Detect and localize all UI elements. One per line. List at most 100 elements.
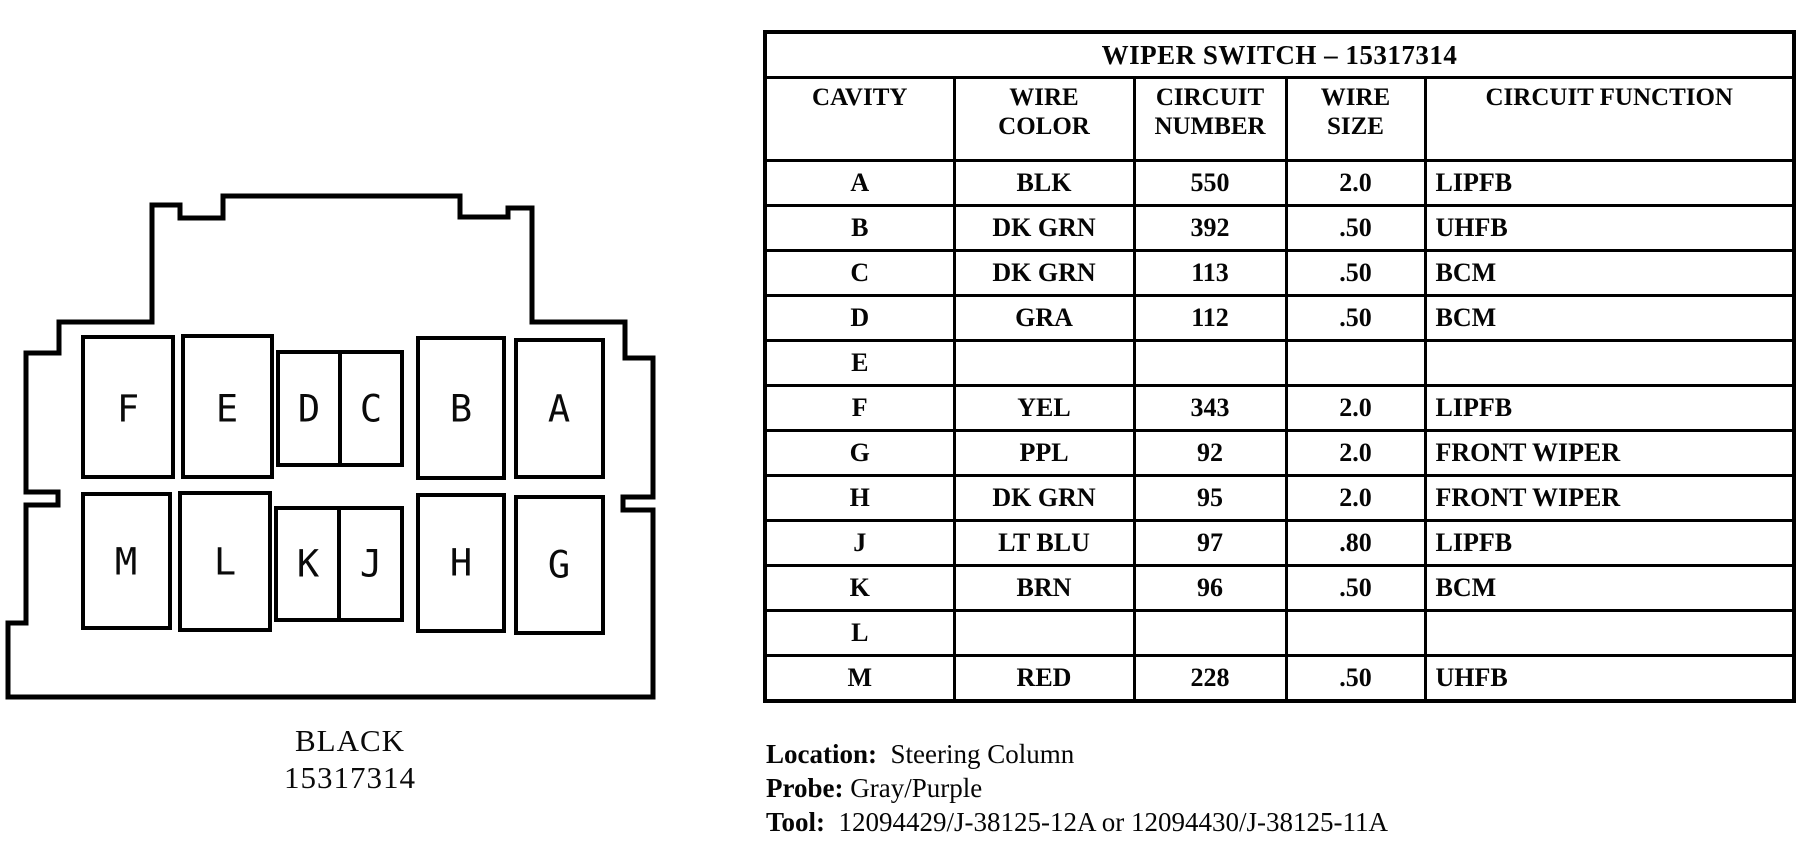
cavity-g: G (514, 495, 605, 635)
cell-circuit-function: LIPFB (1423, 519, 1796, 567)
cell-cavity: M (763, 654, 956, 703)
note-location: Location: Steering Column (766, 737, 1388, 771)
cell-circuit-function (1423, 609, 1796, 657)
cavity-l-label: L (214, 541, 236, 584)
note-probe-label: Probe: (766, 773, 844, 803)
cell-cavity: H (763, 474, 956, 522)
cell-wire-size (1284, 339, 1427, 387)
cavity-m-label: M (115, 541, 137, 584)
cell-wire-color: BRN (952, 564, 1136, 612)
cell-circuit-function: BCM (1423, 249, 1796, 297)
table-row: F YEL 343 2.0 LIPFB (763, 384, 1796, 432)
cavity-d-label: D (298, 388, 320, 431)
cell-cavity: E (763, 339, 956, 387)
cell-cavity: J (763, 519, 956, 567)
cell-circuit-number (1132, 339, 1288, 387)
cell-circuit-function: BCM (1423, 564, 1796, 612)
connector-svg: F E D C B A (5, 193, 656, 700)
note-probe: Probe: Gray/Purple (766, 771, 1388, 805)
header-wire-size: WIRE SIZE (1284, 76, 1427, 162)
cell-wire-size: .80 (1284, 519, 1427, 567)
cell-wire-color (952, 609, 1136, 657)
cell-wire-size: .50 (1284, 654, 1427, 703)
table-row: D GRA 112 .50 BCM (763, 294, 1796, 342)
cell-wire-color: DK GRN (952, 204, 1136, 252)
cavity-h-label: H (450, 542, 472, 585)
cell-wire-color: DK GRN (952, 249, 1136, 297)
note-location-value: Steering Column (890, 739, 1075, 769)
cavity-d: D (276, 350, 342, 467)
cell-wire-color: PPL (952, 429, 1136, 477)
table-row: M RED 228 .50 UHFB (763, 654, 1796, 703)
connector-part-number: 15317314 (284, 760, 416, 795)
cell-wire-size: .50 (1284, 204, 1427, 252)
cell-wire-size: .50 (1284, 249, 1427, 297)
pinout-table-wrap: WIPER SWITCH – 15317314 CAVITY WIRE COLO… (763, 30, 1796, 703)
cavity-e: E (181, 334, 274, 479)
cell-wire-size (1284, 609, 1427, 657)
cell-cavity: F (763, 384, 956, 432)
cavity-j-label: J (360, 543, 382, 586)
table-row: A BLK 550 2.0 LIPFB (763, 159, 1796, 207)
cell-circuit-number: 95 (1132, 474, 1288, 522)
pinout-table: WIPER SWITCH – 15317314 CAVITY WIRE COLO… (763, 30, 1796, 703)
cell-circuit-number: 113 (1132, 249, 1288, 297)
cell-circuit-function: LIPFB (1423, 159, 1796, 207)
table-row: H DK GRN 95 2.0 FRONT WIPER (763, 474, 1796, 522)
cell-circuit-number: 550 (1132, 159, 1288, 207)
cell-wire-size: .50 (1284, 294, 1427, 342)
cell-wire-size: 2.0 (1284, 429, 1427, 477)
cell-cavity: L (763, 609, 956, 657)
cell-circuit-number: 92 (1132, 429, 1288, 477)
cell-circuit-number: 392 (1132, 204, 1288, 252)
note-location-label: Location: (766, 739, 877, 769)
cavity-m: M (81, 492, 172, 630)
table-row: E (763, 339, 1796, 387)
note-tool-label: Tool: (766, 807, 826, 837)
cavity-f: F (81, 335, 175, 479)
connector-color-label: BLACK (294, 723, 406, 758)
cell-circuit-number: 228 (1132, 654, 1288, 703)
header-wire-color: WIRE COLOR (952, 76, 1136, 162)
cell-wire-color: RED (952, 654, 1136, 703)
header-circuit-number: CIRCUIT NUMBER (1132, 76, 1288, 162)
cell-cavity: C (763, 249, 956, 297)
cavity-c-label: C (360, 388, 382, 431)
table-title-row: WIPER SWITCH – 15317314 (763, 30, 1796, 79)
cell-circuit-function: UHFB (1423, 204, 1796, 252)
cell-circuit-number: 97 (1132, 519, 1288, 567)
cavity-j: J (337, 506, 404, 622)
table-header-row: CAVITY WIRE COLOR CIRCUIT NUMBER WIRE SI… (763, 76, 1796, 162)
cell-circuit-function: FRONT WIPER (1423, 429, 1796, 477)
cell-cavity: D (763, 294, 956, 342)
table-row: B DK GRN 392 .50 UHFB (763, 204, 1796, 252)
cell-wire-color (952, 339, 1136, 387)
cell-wire-size: .50 (1284, 564, 1427, 612)
table-row: L (763, 609, 1796, 657)
cell-wire-color: BLK (952, 159, 1136, 207)
connector-caption: BLACK 15317314 (150, 722, 550, 796)
cavity-b: B (416, 336, 506, 480)
cell-wire-size: 2.0 (1284, 474, 1427, 522)
cell-circuit-function: FRONT WIPER (1423, 474, 1796, 522)
cell-cavity: G (763, 429, 956, 477)
cell-circuit-number: 343 (1132, 384, 1288, 432)
cavity-h: H (416, 493, 506, 633)
cavity-k: K (274, 506, 341, 622)
header-cavity: CAVITY (763, 76, 956, 162)
table-row: G PPL 92 2.0 FRONT WIPER (763, 429, 1796, 477)
cavity-g-label: G (548, 544, 570, 587)
cell-circuit-function: LIPFB (1423, 384, 1796, 432)
cell-wire-color: GRA (952, 294, 1136, 342)
cell-circuit-function: UHFB (1423, 654, 1796, 703)
cavity-c: C (338, 350, 404, 467)
table-row: J LT BLU 97 .80 LIPFB (763, 519, 1796, 567)
cell-wire-size: 2.0 (1284, 159, 1427, 207)
table-title: WIPER SWITCH – 15317314 (763, 30, 1796, 79)
cavity-a: A (514, 338, 605, 479)
cell-wire-color: DK GRN (952, 474, 1136, 522)
cell-circuit-number: 96 (1132, 564, 1288, 612)
cell-cavity: B (763, 204, 956, 252)
cell-cavity: A (763, 159, 956, 207)
cavity-e-label: E (216, 388, 238, 431)
